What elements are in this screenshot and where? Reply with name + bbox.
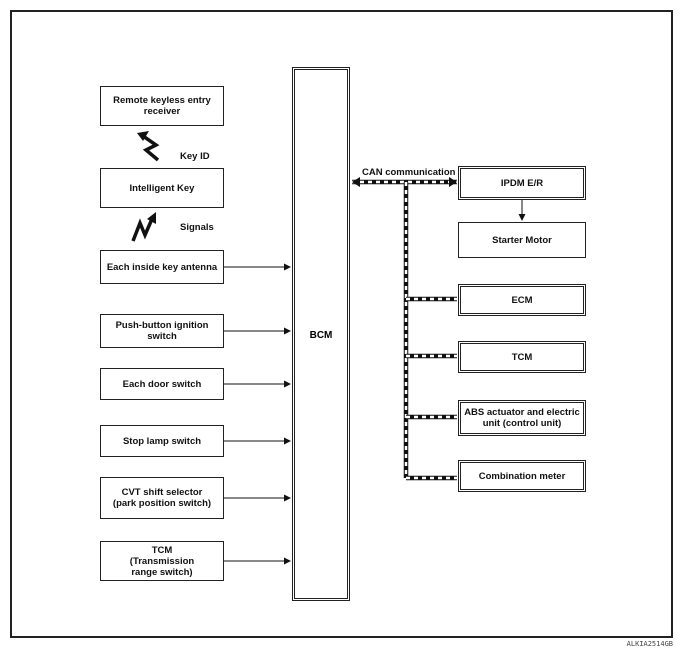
key-id-wireless-icon — [137, 131, 160, 162]
stop-lamp-switch-box: Stop lamp switch — [100, 425, 224, 457]
tcm-box: TCM — [458, 341, 586, 373]
diagram-frame — [10, 10, 673, 638]
signals-wireless-icon — [131, 212, 156, 242]
signals-label: Signals — [180, 222, 214, 233]
can-bus — [352, 177, 457, 481]
ipdm-er-box: IPDM E/R — [458, 166, 586, 200]
key-id-label: Key ID — [180, 151, 210, 162]
bcm-unit: BCM — [292, 67, 350, 601]
can-communication-label: CAN communication — [362, 167, 456, 178]
cvt-shift-selector-box: CVT shift selector (park position switch… — [100, 477, 224, 519]
inside-key-antenna-box: Each inside key antenna — [100, 250, 224, 284]
intelligent-key-box: Intelligent Key — [100, 168, 224, 208]
abs-actuator-box: ABS actuator and electric unit (control … — [458, 400, 586, 436]
figure-code: ALKIA2514GB — [626, 640, 673, 648]
combination-meter-box: Combination meter — [458, 460, 586, 492]
input-arrows — [224, 263, 291, 565]
starter-motor-box: Starter Motor — [458, 222, 586, 258]
remote-keyless-receiver-box: Remote keyless entry receiver — [100, 86, 224, 126]
push-button-ignition-switch-box: Push-button ignition switch — [100, 314, 224, 348]
ecm-box: ECM — [458, 284, 586, 316]
tcm-range-switch-box: TCM (Transmission range switch) — [100, 541, 224, 581]
door-switch-box: Each door switch — [100, 368, 224, 400]
bcm-label: BCM — [309, 330, 333, 341]
